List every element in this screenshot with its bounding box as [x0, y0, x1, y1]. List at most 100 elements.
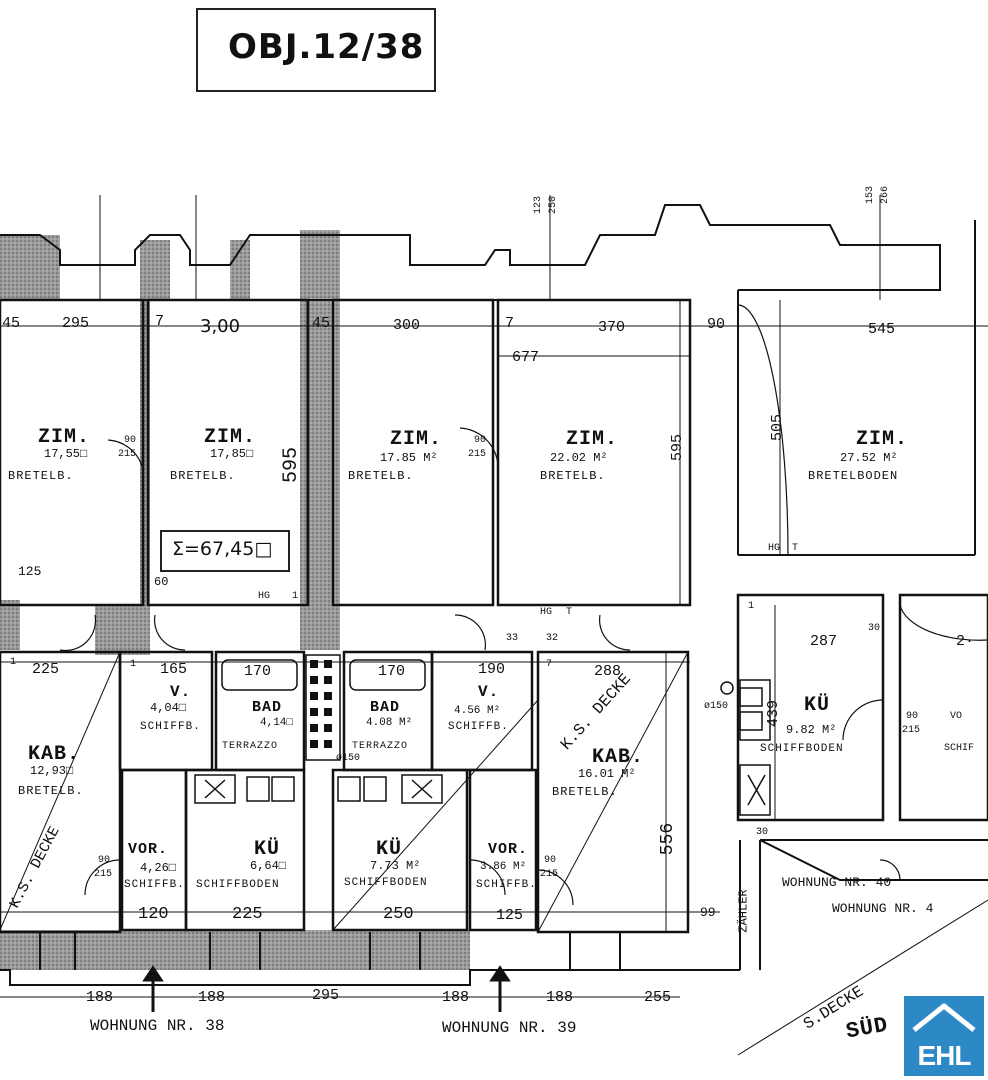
dimension-label: 7 [505, 315, 515, 332]
dimension-label: 3,00 [200, 316, 241, 337]
room-area: 4,14□ [260, 717, 294, 729]
fixture-label: HG [258, 591, 271, 602]
dimension-label: 165 [160, 661, 188, 678]
room-walls [0, 298, 988, 934]
room-floor: BRETELBODEN [808, 469, 899, 483]
window-dim: 250 [548, 195, 560, 215]
fixture-label: 33 [506, 633, 519, 644]
dimension-label: 125 [496, 907, 524, 924]
dimension-label: 190 [478, 661, 506, 678]
room-area: 4,26□ [140, 861, 177, 875]
room-name: KÜ [804, 694, 831, 717]
room-area: 4.56 M² [454, 705, 501, 717]
room-floor: SCHIFFB. [140, 721, 201, 733]
room-name: VOR. [488, 841, 529, 858]
door-dim: 90 [98, 855, 111, 866]
room-floor: SCHIFFB. [476, 879, 537, 891]
room-area: 17.85 M² [380, 451, 438, 465]
dimension-label: 45 [2, 315, 21, 332]
dimension-label: 288 [594, 663, 622, 680]
reference-note-frame [196, 8, 436, 92]
door-dim: 90 [474, 435, 487, 446]
room-floor: TERRAZZO [352, 741, 409, 752]
door-dim: 215 [94, 869, 113, 880]
fixture-label: 1 [748, 601, 755, 612]
room-floor: SCHIFFB. [124, 879, 185, 891]
fixture-label: HG [768, 543, 781, 554]
room-floor: SCHIFFBODEN [760, 743, 844, 755]
door-dim: 215 [118, 449, 137, 460]
apartment-label: WOHNUNG NR. 38 [90, 1017, 225, 1035]
room-floor: BRETELB. [552, 785, 618, 799]
logo-text: EHL [917, 1040, 972, 1071]
dimension-label: 99 [700, 905, 716, 920]
room-name: BAD [370, 699, 401, 716]
dimension-label: 120 [138, 905, 169, 924]
fixture-label: 7 [546, 659, 553, 670]
dimension-label: 170 [378, 663, 406, 680]
dimension-label: 90 [707, 316, 726, 333]
dimension-label: 45 [312, 315, 331, 332]
room-area: 4.08 M² [366, 717, 413, 729]
apartment-label: WOHNUNG NR. 39 [442, 1019, 577, 1037]
fixture-label: T [792, 543, 799, 554]
room-name: ZIM. [390, 428, 443, 451]
area-sum-frame [160, 530, 290, 572]
dimension-vertical: 505 [769, 413, 787, 442]
room-floor: TERRAZZO [222, 741, 279, 752]
window-dim: 266 [880, 185, 892, 205]
dimension-vertical: 595 [280, 446, 304, 484]
room-floor: BRETELB. [540, 469, 606, 483]
room-name: ZIM. [566, 428, 619, 451]
apartment-label: WOHNUNG NR. 4 [832, 901, 934, 916]
room-name: KAB. [28, 743, 81, 766]
room-area: 16.01 M² [578, 767, 636, 781]
fixture-label: 1 [10, 657, 17, 668]
room-name: BAD [252, 699, 283, 716]
door-dim: 215 [540, 869, 559, 880]
reference-note: OBJ.12/38 [228, 27, 425, 67]
fixtures [194, 654, 771, 816]
dimension-label: 188 [546, 989, 574, 1006]
dimension-label: 60 [154, 575, 169, 589]
dimension-label: 295 [62, 315, 90, 332]
room-name: KÜ [376, 838, 403, 861]
window-dim: 153 [865, 185, 877, 205]
room-floor: SCHIFFBODEN [344, 877, 428, 889]
room-floor: SCHIFFBODEN [196, 879, 280, 891]
partial-label: 30 [756, 827, 769, 838]
dimension-label: 188 [198, 989, 226, 1006]
room-name: ZIM. [204, 426, 257, 449]
room-area: 3.86 M² [480, 861, 527, 873]
dimension-label: 545 [868, 321, 896, 338]
room-name: ZIM. [38, 426, 91, 449]
dimension-label: 225 [32, 661, 60, 678]
room-floor: BRETELB. [170, 469, 236, 483]
door-swings [59, 304, 988, 906]
apartment-label: WOHNUNG NR. 40 [782, 875, 892, 890]
fixture-label: ø150 [336, 753, 361, 764]
room-area: 22.02 M² [550, 451, 608, 465]
room-area: 9.82 M² [786, 723, 837, 737]
room-area: 7.73 M² [370, 859, 421, 873]
fixture-label: 32 [546, 633, 559, 644]
room-area: 12,93□ [30, 764, 74, 778]
dimension-label: 7 [155, 313, 165, 330]
room-area: 17,85□ [210, 447, 254, 461]
room-floor: BRETELB. [18, 784, 84, 798]
dimension-label: 188 [86, 989, 114, 1006]
fixture-label: T [566, 607, 573, 618]
dimension-vertical: 556 [658, 822, 679, 856]
partial-label: SCHIF [944, 743, 975, 754]
door-dim: 90 [544, 855, 557, 866]
room-name: V. [478, 683, 500, 701]
bottom-facade [0, 839, 988, 986]
dimension-label: 295 [312, 987, 340, 1004]
ceiling-diagonals [0, 651, 988, 1056]
fixture-label: HG [540, 607, 553, 618]
room-name: KAB. [592, 746, 645, 769]
entry-arrows [142, 965, 511, 1012]
fixture-label: ø150 [704, 701, 729, 712]
dimension-label: 300 [393, 317, 421, 334]
